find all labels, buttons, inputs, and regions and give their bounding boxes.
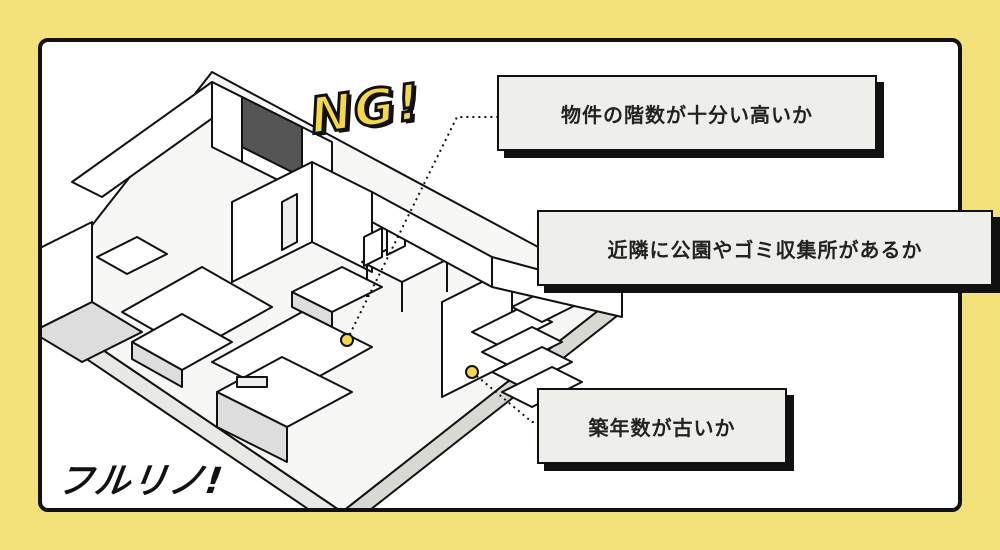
callout-building-age-text: 築年数が古いか [588, 415, 736, 440]
isometric-floor-plan [42, 71, 623, 508]
door-1 [281, 193, 298, 251]
floor-slab-edge [42, 307, 338, 508]
callout-building-age: 築年数が古いか [537, 388, 787, 464]
callout-floor-level-text: 物件の階数が十分い高いか [561, 102, 813, 127]
marker-dot-2 [465, 365, 479, 379]
callout-nearby-facilities-text: 近隣に公園やゴミ収集所があるか [607, 237, 923, 262]
bed-side [131, 341, 183, 388]
chair-1 [363, 227, 383, 267]
callout-floor-level: 物件の階数が十分い高いか [497, 75, 877, 151]
bath-unit [96, 236, 168, 275]
stair-2 [481, 326, 563, 368]
wall-back-top [211, 81, 243, 163]
marker-dot-1 [340, 333, 354, 347]
brand-logo: フルリノ! [54, 461, 226, 502]
wall-partition-2 [311, 161, 373, 273]
callout-nearby-facilities: 近隣に公園やゴミ収集所があるか [537, 210, 993, 286]
stove [236, 376, 268, 388]
leader-line-1 [346, 116, 501, 341]
bath-floor [42, 301, 143, 363]
kitchen-counter-front [216, 391, 288, 463]
stair-3 [491, 346, 573, 388]
stair-4 [501, 366, 583, 408]
